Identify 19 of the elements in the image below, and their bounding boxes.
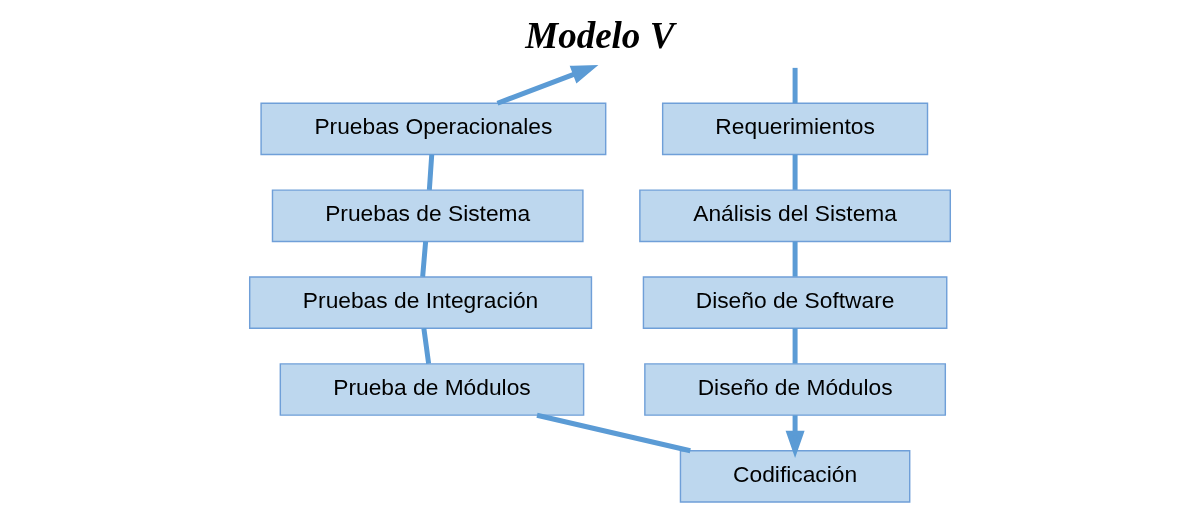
- connector: [426, 154, 435, 190]
- node-box: Codificación: [679, 450, 911, 503]
- node-box: Pruebas Operacionales: [260, 102, 607, 156]
- node-box: Análisis del Sistema: [639, 189, 951, 243]
- arrow: [496, 65, 599, 106]
- arrow: [785, 415, 805, 458]
- connector: [421, 328, 432, 364]
- connector: [420, 241, 429, 277]
- node-box: Pruebas de Sistema: [271, 189, 584, 243]
- diagram-title: Modelo V: [525, 14, 675, 56]
- connector: [792, 67, 798, 104]
- connector: [792, 154, 798, 190]
- node-box: Diseño de Módulos: [644, 363, 947, 416]
- node-box: Requerimientos: [661, 102, 929, 156]
- connector: [792, 328, 798, 364]
- node-box: Pruebas de Integración: [249, 276, 593, 329]
- connector: [792, 241, 798, 277]
- node-box: Prueba de Módulos: [279, 363, 585, 416]
- node-box: Diseño de Software: [642, 276, 948, 329]
